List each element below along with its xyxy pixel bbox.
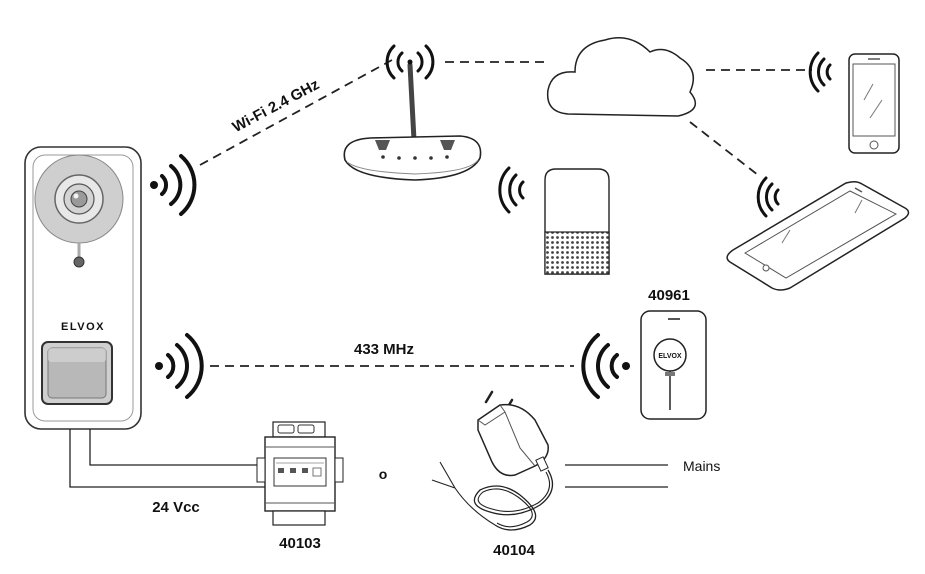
pir-sensor-icon: [73, 242, 85, 268]
doorbell-logo: ELVOX: [61, 321, 105, 333]
wifi-link-doorbell-router: [199, 59, 393, 166]
tablet: [726, 180, 910, 291]
speaker-signal-icon: [498, 166, 525, 214]
smartphone-signal-icon: [808, 51, 832, 93]
smart-speaker: [544, 168, 610, 275]
mains-label: Mains: [683, 458, 720, 474]
radio-signal-icon: [155, 333, 204, 399]
camera-lens-icon: [34, 154, 124, 244]
din-power-supply-code: 40103: [279, 535, 321, 552]
or-label: o: [379, 466, 388, 482]
link-cloud-tablet: [689, 121, 759, 176]
voltage-label: 24 Vcc: [152, 499, 200, 516]
chime-code-label: 40961: [648, 287, 690, 304]
wireless-chime: ELVOX: [640, 310, 707, 420]
video-doorbell: ELVOX: [24, 146, 142, 430]
router-signal-icon: [385, 44, 435, 80]
plug-adapter-code: 40104: [493, 542, 535, 559]
cloud-icon: [546, 37, 697, 117]
din-power-supply: [256, 421, 344, 526]
tablet-signal-icon: [756, 176, 780, 218]
wifi-router: [343, 59, 482, 181]
power-wires: [69, 429, 265, 488]
chime-logo: ELVOX: [658, 353, 682, 360]
radio-frequency-label: 433 MHz: [354, 341, 414, 358]
chime-signal-icon: [581, 333, 630, 399]
smartphone: [848, 53, 900, 154]
mains-wires: [565, 464, 668, 488]
wireless-signal-icon: [150, 154, 197, 216]
doorbell-call-button: [41, 341, 113, 405]
plug-power-adapter: [431, 390, 554, 531]
